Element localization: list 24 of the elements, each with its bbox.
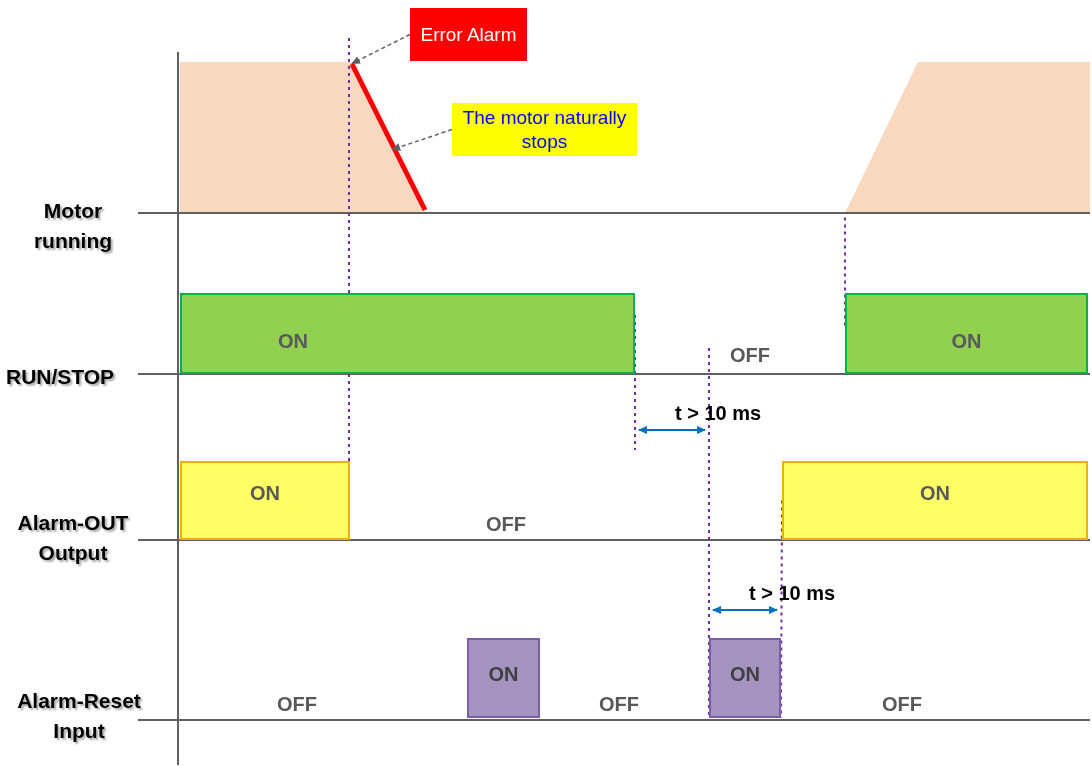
on-pulse: ON — [845, 293, 1088, 374]
on-pulse: ON — [467, 638, 540, 718]
leader-arrow — [351, 33, 411, 65]
signal-name: Alarm-OUT Output — [16, 510, 130, 567]
state-label: OFF — [599, 693, 639, 716]
on-pulse: ON — [782, 461, 1088, 540]
on-pulse: ON — [180, 461, 350, 540]
motor-speed-area — [180, 62, 425, 213]
state-label: OFF — [730, 344, 770, 367]
leader-arrow — [391, 128, 453, 151]
callout-note: The motor naturally stops — [452, 103, 637, 156]
state-label: OFF — [486, 513, 526, 536]
on-pulse: ON — [709, 638, 781, 718]
alarm-callout: Error Alarm — [410, 8, 527, 61]
motor-speed-area — [845, 62, 1090, 213]
dimension-label: t > 10 ms — [749, 582, 836, 605]
state-label: OFF — [277, 693, 317, 716]
stop-ramp-line — [349, 62, 428, 212]
dimension-label: t > 10 ms — [675, 402, 762, 425]
on-pulse: ON — [180, 293, 635, 374]
signal-name: Alarm-Reset Input — [16, 688, 142, 745]
signal-name: Motor running — [32, 198, 114, 255]
signal-name: RUN/STOP — [6, 364, 115, 390]
state-label: OFF — [882, 693, 922, 716]
